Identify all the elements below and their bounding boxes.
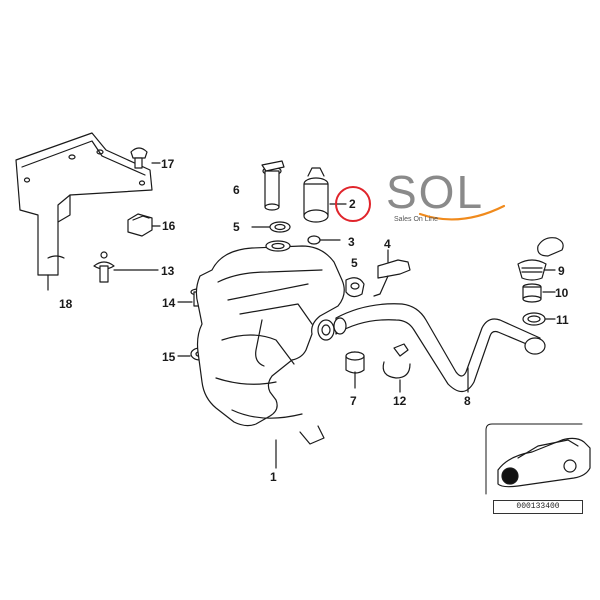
callout-8: 8	[464, 394, 471, 408]
clip-nut	[127, 213, 161, 237]
callout-7: 7	[350, 394, 357, 408]
logo-wordmark: SOL	[386, 166, 485, 218]
expansion-rivet	[93, 251, 159, 283]
callout-10: 10	[555, 286, 569, 300]
vehicle-location-inset	[485, 423, 591, 495]
highlight-circle	[335, 186, 371, 222]
hose-connector	[373, 249, 411, 297]
sol-logo: SOL Sales On Line	[386, 166, 506, 234]
washer-pump	[303, 167, 347, 223]
callout-12: 12	[393, 394, 407, 408]
callout-1: 1	[270, 470, 277, 484]
push-clip-fastener	[130, 147, 161, 169]
callout-14: 14	[162, 296, 176, 310]
logo-swoosh	[418, 204, 506, 221]
level-sensor	[261, 160, 285, 211]
washer-fluid-reservoir	[195, 240, 345, 445]
callout-13: 13	[161, 264, 175, 278]
callout-16: 16	[162, 219, 176, 233]
callout-4: 4	[384, 237, 391, 251]
rubber-mount	[345, 351, 365, 389]
callout-11: 11	[556, 313, 569, 327]
callout-3: 3	[348, 235, 355, 249]
pump-grommet	[345, 277, 365, 298]
pump-filter	[307, 235, 341, 245]
callout-17: 17	[161, 157, 175, 171]
callout-15: 15	[162, 350, 176, 364]
callout-6: 6	[233, 183, 240, 197]
filler-pipe	[333, 303, 546, 393]
filler-cap	[517, 237, 564, 281]
callout-9: 9	[558, 264, 565, 278]
sealing-ring	[251, 221, 291, 233]
mounting-bracket	[15, 132, 153, 291]
seal-ring	[522, 312, 546, 326]
callout-5a: 5	[233, 220, 240, 234]
callout-18: 18	[59, 297, 73, 311]
callout-2: 2	[349, 197, 356, 211]
hose-clip	[382, 343, 411, 393]
logo-tagline: Sales On Line	[394, 216, 438, 223]
diagram-reference-code: 000133400	[493, 500, 583, 514]
strainer	[522, 283, 542, 303]
callout-5b: 5	[351, 256, 358, 270]
